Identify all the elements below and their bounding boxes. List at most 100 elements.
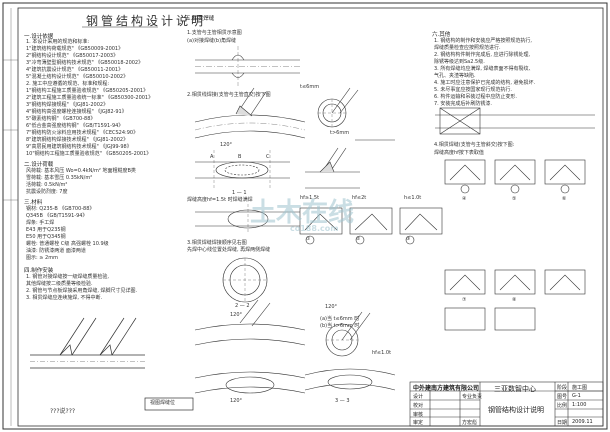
- list-item: 7"钢结构防火涂料应用技术规程" 《CECS24:90》: [26, 130, 139, 136]
- watermark-logo: 土木在线: [250, 198, 355, 228]
- tb-label-check: 校对: [413, 403, 424, 409]
- detail-number: ⑤: [512, 196, 517, 202]
- angle-label: 120°: [220, 142, 233, 148]
- note: 3.相贯焊缝焊接顺序见右图: [187, 240, 247, 246]
- section-label: 1 — 1: [232, 190, 247, 196]
- tb-label-review: 审核: [413, 412, 424, 418]
- tb-label-stage: 阶段: [557, 385, 568, 391]
- list-item: 气孔、夹渣等缺陷.: [434, 73, 476, 79]
- list-item: 3. 所有焊缝均应满焊, 焊缝表面不得有裂纹、: [434, 66, 534, 72]
- section-heading-materials: 三.材料: [24, 200, 43, 206]
- list-item: 2"钢结构设计规范" 《GB50017-2003》: [26, 53, 119, 59]
- tb-value-approver: 方宏彪: [462, 420, 478, 426]
- section-label: C: [266, 154, 270, 160]
- list-item: 5. 未尽事宜应按国家现行规范执行.: [434, 87, 512, 93]
- list-item: 8"建筑钢结构焊接技术规程" 《JGJ81-2002》: [26, 137, 129, 143]
- dimension-label: hf≥1.5t: [300, 195, 320, 201]
- dimension-label: hf≤1.0t: [372, 350, 392, 356]
- list-item: 螺栓: 普通螺栓 C级 高强螺栓 10.9级: [26, 241, 109, 247]
- dimension-label: h≤1.0t: [404, 195, 422, 201]
- tb-label-approve: 审定: [413, 420, 424, 426]
- company-name: 中外建南方建筑有限公司: [413, 385, 480, 392]
- list-item: 图示: ≥ 2mm: [26, 255, 58, 261]
- tb-label-date: 日期: [557, 420, 568, 426]
- section-label: B: [238, 154, 242, 160]
- note: 2.相贯线焊接(支管与主管直交)按下图: [187, 92, 271, 98]
- section-heading-intersection-welds: 五.相贯焊缝: [185, 16, 215, 22]
- list-item: 4. 施工时应注意保护已完成的结构, 避免损坏.: [434, 80, 536, 86]
- list-item: 油漆: 防锈漆两道 面漆两道: [26, 248, 86, 254]
- detail-number: ③: [406, 236, 411, 242]
- detail-number: ①: [306, 236, 311, 242]
- list-item: 其他焊缝按二级质量等级检验.: [26, 281, 93, 287]
- tb-value-stage: 施工图: [572, 385, 588, 391]
- detail-number: ⑧: [512, 297, 517, 303]
- list-item: 2. 钢结构构件制作完成后, 应进行除锈处理,: [434, 52, 531, 58]
- section-heading-fabrication: 四.制作安装: [24, 268, 54, 274]
- list-item: 雪荷载: 基本雪压 0.35kN/m²: [26, 175, 93, 181]
- section-heading-loads: 二.设计荷载: [24, 162, 54, 168]
- section-label: A: [210, 154, 214, 160]
- view-label: 视图焊缝位: [150, 400, 176, 406]
- list-item: 活荷载: 0.5kN/m²: [26, 182, 68, 188]
- list-item: Q345B 《GB/T1591-94》: [26, 213, 88, 219]
- list-item: 3"钢结构焊接规程" 《JGJ81-2002》: [26, 102, 109, 108]
- list-item: E43 用于Q235钢: [26, 227, 66, 233]
- section-heading-other: 六.其他: [432, 32, 451, 38]
- angle-label: 120°: [230, 312, 243, 318]
- detail-number: ④: [462, 196, 467, 202]
- note: (a)对接焊缝(b)角焊缝: [187, 38, 237, 44]
- section-heading-design-basis: 一.设计依据: [24, 34, 54, 40]
- list-item: 1"钢结构工程施工质量验收规范" 《GB50205-2001》: [26, 88, 149, 94]
- note: 先焊中心线位置处焊缝, 再焊两侧焊缝: [187, 247, 271, 253]
- list-item: 7. 安装完成后补刷防锈漆.: [434, 101, 492, 107]
- note: 1.支管与主管相贯示意图: [187, 30, 242, 36]
- list-item: 1. 钢管对接焊缝按一级焊缝质量检验,: [26, 274, 109, 280]
- page-title: 钢管结构设计说明: [86, 14, 207, 28]
- list-item: 1"建筑结构荷载规范" 《GB50009-2001》: [26, 46, 124, 52]
- list-item: 1. 钢结构的制作和安装应严格按照规范执行,: [434, 38, 532, 44]
- note: 4.相贯焊缝(支管与主管斜交)按下图:: [434, 142, 515, 148]
- tb-value-scale: 1:100: [572, 402, 587, 408]
- list-item: 6. 构件运输和吊装过程中应防止变形.: [434, 94, 517, 100]
- project-name: 三亚数智中心: [494, 385, 536, 393]
- list-item: 钢材: Q235-B 《GB700-88》: [26, 206, 95, 212]
- list-item: 6"低合金高强度结构钢" 《GB/T1591-94》: [26, 123, 124, 129]
- dimension-label: t>6mm: [330, 130, 350, 136]
- detail-number: ②: [356, 236, 361, 242]
- tb-value-drawing-no: G-1: [572, 393, 581, 399]
- note: (b)当 t>6mm 时: [320, 323, 360, 329]
- watermark-url: co188.com: [290, 224, 339, 233]
- dimension-label: t≤6mm: [300, 84, 320, 90]
- list-item: 2. 施工中应遵循的规范、标准和规程:: [26, 81, 110, 87]
- tb-value-date: 2009.11: [572, 419, 593, 425]
- list-item: 4"建筑抗震设计规范" 《GB50011-2001》: [26, 67, 124, 73]
- list-item: E50 用于Q345钢: [26, 234, 66, 240]
- list-item: 2. 钢管与节点板焊接采用角焊缝, 焊脚尺寸见详图.: [26, 288, 138, 294]
- detail-number: ⑥: [562, 196, 567, 202]
- tb-label-lead: 专业负责: [462, 394, 483, 400]
- list-item: 3. 相贯焊缝应连续施焊, 不得中断.: [26, 295, 103, 301]
- angle-label: 120°: [230, 398, 243, 404]
- angle-label: 120°: [325, 304, 338, 310]
- note: 焊缝高度hf按下表取值: [434, 150, 484, 156]
- note: (a)当 t≤6mm 时: [320, 316, 360, 322]
- list-item: 10"钢结构工程施工质量验收规范" 《GB50205-2001》: [26, 151, 152, 157]
- list-item: 4"钢结构高强度螺栓连接规程" 《JGJ82-91》: [26, 109, 127, 115]
- list-item: 风荷载: 基本风压 Wo=0.4kN/m² 地面粗糙度B类: [26, 168, 136, 174]
- list-item: 5"碳素结构钢" 《GB700-88》: [26, 116, 96, 122]
- dimension-label: hf≤2t: [352, 195, 367, 201]
- section-label: 3 — 3: [335, 398, 350, 404]
- detail-number: ⑦: [462, 297, 467, 303]
- list-item: 3"冷弯薄壁型钢结构技术规范" 《GB50018-2002》: [26, 60, 144, 66]
- list-item: 焊缝质量检查应按照规范进行.: [434, 45, 501, 51]
- list-item: 1. 本设计采用的规范和标准:: [26, 39, 90, 45]
- list-item: 9"高层民用建筑钢结构技术规程" 《JGJ99-98》: [26, 144, 132, 150]
- stamp-text: ???说???: [50, 408, 76, 415]
- note: 焊缝高度hf=1.5t 时焊缝满焊: [187, 197, 253, 203]
- list-item: 5"混凝土结构设计规范" 《GB50010-2002》: [26, 74, 129, 80]
- tb-label-drawing-no: 图号: [557, 394, 568, 400]
- tb-label-scale: 比例: [557, 403, 568, 409]
